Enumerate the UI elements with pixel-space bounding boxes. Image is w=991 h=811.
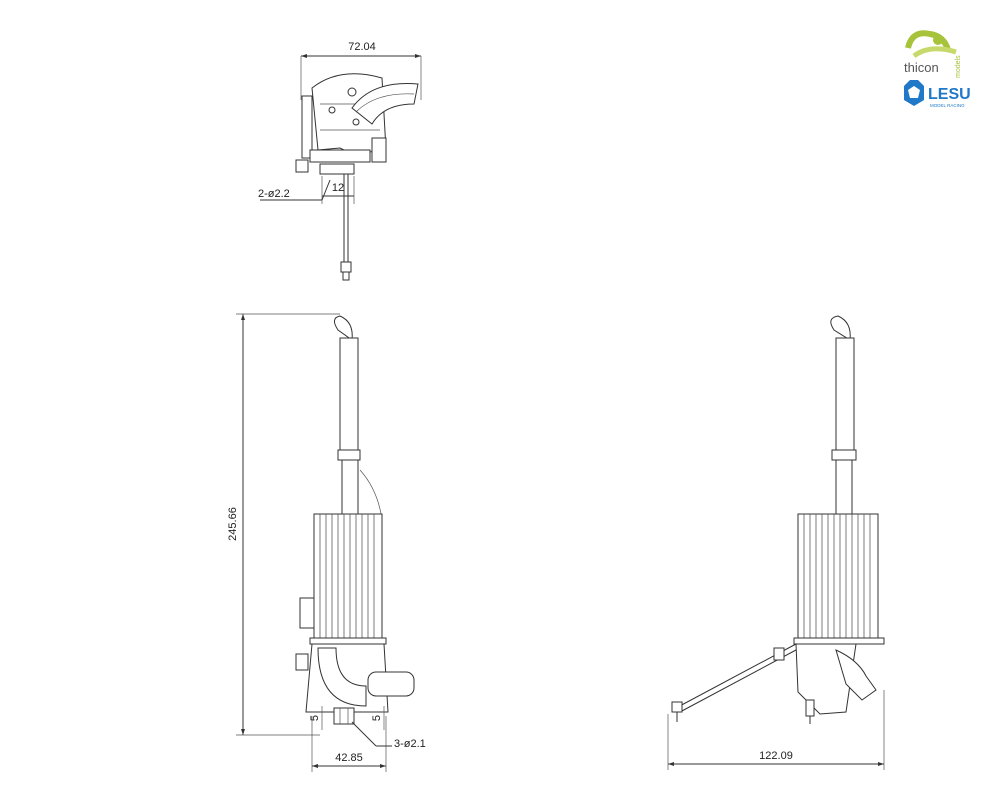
side-view: 122.09 xyxy=(667,315,885,770)
height-label: 245.66 xyxy=(227,507,239,541)
top-spacing-label: 12 xyxy=(332,182,344,194)
lesu-logo-subtext: MODEL RACING xyxy=(930,103,965,108)
lesu-logo-text: LESU xyxy=(928,86,971,103)
thicon-logo-text: thicon xyxy=(904,60,939,75)
front-small-left-label: 5 xyxy=(309,715,321,721)
top-hole-label: 2-ø2.2 xyxy=(258,188,290,200)
thicon-logo-subtext: models xyxy=(955,55,962,78)
thicon-logo: thicon models xyxy=(904,30,962,78)
front-view: 245.66 5 xyxy=(227,313,426,772)
lesu-logo: LESU MODEL RACING xyxy=(904,80,971,108)
side-width-label: 122.09 xyxy=(759,750,793,762)
front-filter-grid xyxy=(319,514,375,640)
front-small-right-label: 5 xyxy=(371,715,383,721)
top-width-label: 72.04 xyxy=(348,41,376,53)
side-filter-grid xyxy=(803,514,871,640)
front-holes-label: 3-ø2.1 xyxy=(394,738,426,750)
front-width-label: 42.85 xyxy=(335,752,363,764)
top-view: 72.04 12 2-ø2.2 xyxy=(258,41,422,281)
